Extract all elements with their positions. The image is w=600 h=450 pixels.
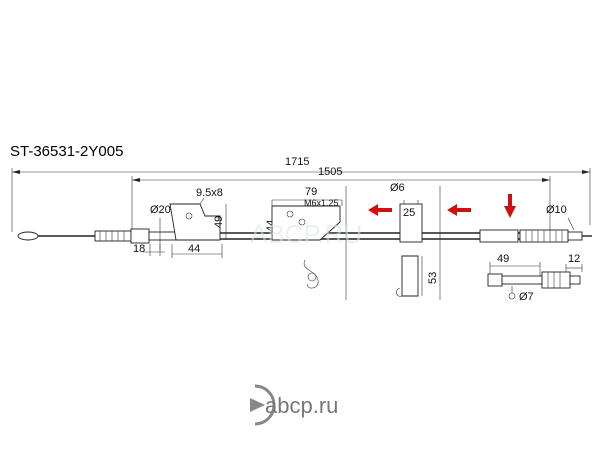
dimension-inner: 1505: [131, 166, 551, 242]
dim-53: 53: [427, 272, 439, 284]
clip-hook: [303, 259, 319, 289]
arrow-left-2: [447, 204, 471, 216]
dimension-18: 18: [133, 243, 165, 256]
dim-d6: Ø6: [390, 182, 405, 194]
arrow-down: [504, 194, 516, 218]
bracket-left: [169, 197, 221, 241]
dimension-total: 1715: [11, 156, 591, 232]
dim-44-left: 44: [188, 243, 200, 255]
dim-d10: Ø10: [546, 204, 567, 216]
dim-d7: Ø7: [519, 291, 534, 303]
dim-1505: 1505: [318, 166, 342, 178]
dimension-44-left: 44: [171, 243, 223, 258]
part-number: ST-36531-2Y005: [10, 143, 123, 160]
brand-text: abcp.ru: [265, 393, 338, 418]
dim-12: 12: [568, 253, 580, 265]
watermark-logo: ABCP.RU: [250, 219, 362, 249]
dim-m6: M6x1.25: [304, 198, 339, 208]
dim-49-right: 49: [497, 253, 509, 265]
clip-block: [399, 200, 423, 243]
dim-49-left: 49: [213, 216, 225, 228]
dim-9-5x8: 9.5x8: [196, 187, 223, 199]
detail-right: [487, 262, 583, 300]
dim-1715: 1715: [285, 156, 309, 168]
dimension-49-left: 49: [213, 204, 227, 240]
bracket-53: [396, 255, 423, 297]
dim-18: 18: [133, 243, 145, 255]
arrow-left-1: [368, 204, 392, 216]
brand-logo: [250, 384, 276, 426]
cable: [17, 228, 592, 244]
dim-79: 79: [305, 186, 317, 198]
bracket-mid: [271, 199, 343, 241]
dim-25: 25: [403, 207, 415, 219]
dim-d20: Ø20: [150, 204, 171, 216]
